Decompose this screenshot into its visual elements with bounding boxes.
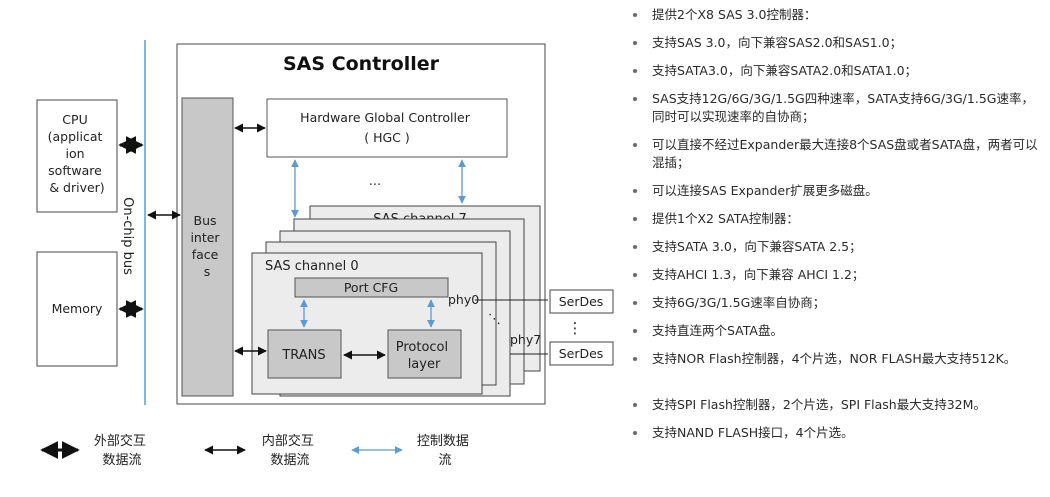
memory-label: Memory [52, 301, 103, 316]
feature-item: 可以连接SAS Expander扩展更多磁盘。 [630, 182, 1045, 210]
serdes-bottom-box [549, 341, 614, 366]
feature-item: 支持SPI Flash控制器，2个片选，SPI Flash最大支持32M。 [630, 396, 1045, 424]
legend-internal-label: 内部交互 数据流 [262, 433, 318, 468]
feature-item: SAS支持12G/6G/3G/1.5G四种速率，SATA支持6G/3G/1.5G… [630, 90, 1045, 136]
feature-item: 提供2个X8 SAS 3.0控制器： [630, 6, 1045, 34]
legend-external-label: 外部交互 数据流 [94, 433, 150, 468]
feature-list: 提供2个X8 SAS 3.0控制器： 支持SAS 3.0，向下兼容SAS2.0和… [630, 6, 1045, 452]
memory-box [36, 251, 118, 367]
hgc-ellipsis: ... [369, 174, 381, 189]
trans-label: TRANS [281, 348, 325, 363]
feature-item: 支持AHCI 1.3，向下兼容 AHCI 1.2； [630, 266, 1045, 294]
serdes-top-box [549, 289, 614, 314]
feature-item: 可以直接不经过Expander最大连接8个SAS盘或者SATA盘，两者可以混插； [630, 136, 1045, 182]
serdes-vdots: ⋮ [568, 319, 583, 337]
feature-item: 支持NOR Flash控制器，4个片选，NOR FLASH最大支持512K。 [630, 350, 1045, 396]
phy-dots: ⋱ [488, 312, 501, 327]
trans-block [267, 329, 342, 379]
sas-controller-title: SAS Controller [283, 53, 440, 75]
serdes-top-label: SerDes [559, 294, 604, 309]
cpu-box [36, 99, 118, 213]
phy0-label: phy0 [448, 292, 479, 307]
feature-item: 支持直连两个SATA盘。 [630, 322, 1045, 350]
port-cfg-label: Port CFG [344, 280, 398, 295]
sas-architecture-diagram: On-chip bus CPU (applicat ion software &… [36, 40, 614, 468]
protocol-layer-block [387, 329, 462, 379]
protocol-layer-label: Protocol layer [396, 340, 453, 372]
feature-item: 支持SATA 3.0，向下兼容SATA 2.5； [630, 238, 1045, 266]
port-cfg-block [294, 277, 449, 298]
onchip-bus-label: On-chip bus [120, 197, 135, 275]
feature-item: 提供1个X2 SATA控制器： [630, 210, 1045, 238]
sas-channel-0-label: SAS channel 0 [265, 259, 359, 274]
bus-interface-label: Bus inter face s [190, 213, 223, 279]
feature-item: 支持SATA3.0，向下兼容SATA2.0和SATA1.0； [630, 62, 1045, 90]
feature-item: 支持SAS 3.0，向下兼容SAS2.0和SAS1.0； [630, 34, 1045, 62]
bus-interface-block [181, 97, 234, 397]
legend-control-label: 控制数据 流 [417, 434, 473, 468]
hgc-block [266, 98, 508, 158]
cpu-label: CPU (applicat ion software & driver) [48, 112, 107, 195]
feature-item: 支持6G/3G/1.5G速率自协商； [630, 294, 1045, 322]
hgc-label: Hardware Global Controller ( HGC ) [300, 110, 474, 145]
phy7-label: phy7 [510, 332, 541, 347]
feature-item: 支持NAND FLASH接口，4个片选。 [630, 424, 1045, 452]
serdes-bottom-label: SerDes [559, 346, 604, 361]
